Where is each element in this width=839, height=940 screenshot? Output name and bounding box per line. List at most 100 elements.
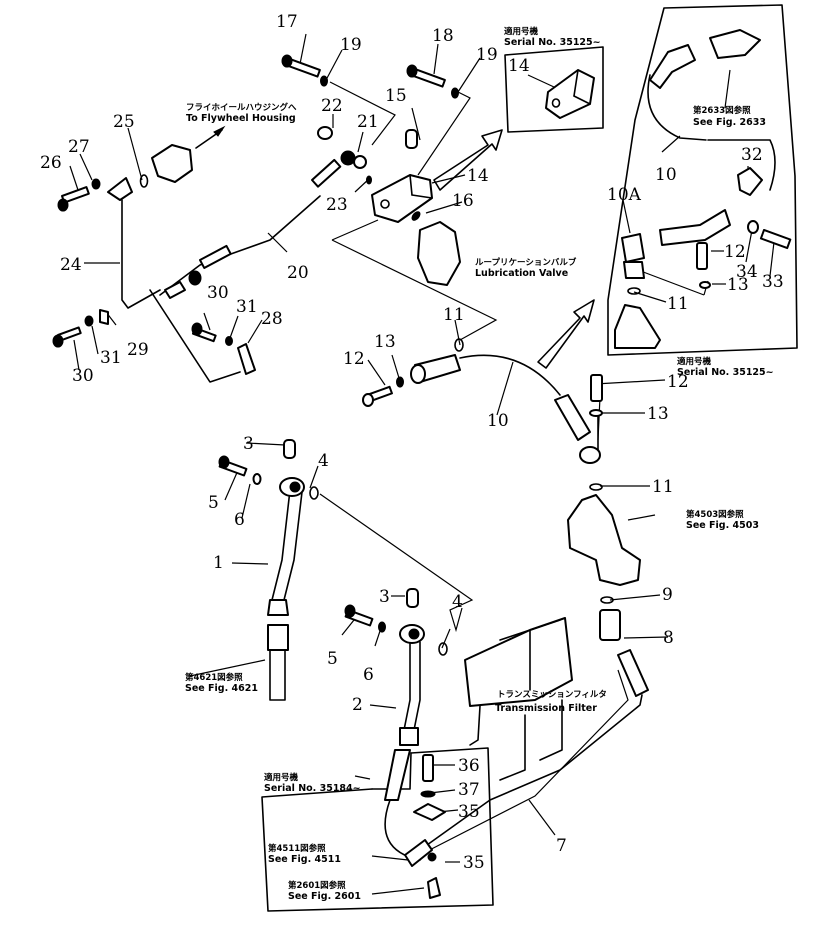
callout-30-left: 30: [72, 366, 94, 386]
callout-34: 34: [736, 262, 758, 282]
callout-12-inset: 12: [724, 242, 746, 262]
note-lubvalve-jp: ループリケーションバルブ: [475, 257, 577, 268]
clamp-35-top: [413, 803, 446, 821]
callout-13-right: 13: [647, 404, 669, 424]
bolt-26: [57, 186, 90, 212]
callout-6-top: 6: [234, 510, 245, 530]
bolt-30-right: [191, 322, 217, 343]
callout-31-right: 31: [236, 297, 258, 317]
note-serial-bottom-jp: 適用号機: [264, 772, 299, 783]
callout-12-mid: 12: [343, 349, 365, 369]
oring-11-inset: [627, 287, 641, 295]
callout-33: 33: [762, 272, 784, 292]
note-transfilter-en: Transmission Filter: [495, 703, 597, 714]
washer-6-top: [252, 473, 262, 485]
callout-35-low: 35: [463, 853, 485, 873]
callout-6-low: 6: [363, 665, 374, 685]
callout-13-inset: 13: [727, 275, 749, 295]
note-fig2601-jp: 第2601図参照: [288, 880, 346, 891]
note-serial-bottom-en: Serial No. 35184~: [264, 783, 361, 794]
washer-19-right: [451, 87, 459, 99]
washer-19-left: [320, 75, 328, 87]
callout-5-low: 5: [327, 649, 338, 669]
elbow-10A: [621, 233, 645, 279]
callout-13-mid: 13: [374, 332, 396, 352]
callout-17: 17: [276, 12, 298, 32]
note-fig2633-en: See Fig. 2633: [693, 117, 766, 128]
note-transfilter-jp: トランスミッションフィルタ: [497, 689, 607, 700]
lubrication-valve: [417, 221, 461, 286]
note-fig2601-en: See Fig. 2601: [288, 891, 361, 902]
note-serial-top-en: Serial No. 35125~: [504, 37, 601, 48]
flange-1: [279, 477, 305, 497]
oring-16: [411, 211, 421, 221]
callout-29: 29: [127, 340, 149, 360]
note-fig4511-jp: 第4511図参照: [268, 843, 326, 854]
oring-11-right: [589, 483, 603, 491]
bolt-18: [406, 64, 446, 88]
note-fig4511-en: See Fig. 4511: [268, 854, 341, 865]
hose-7: [419, 649, 649, 851]
callout-21: 21: [357, 112, 379, 132]
callout-14-inset: 14: [508, 56, 530, 76]
callout-7: 7: [556, 836, 567, 856]
callout-4-top: 4: [318, 451, 329, 471]
callout-3-top: 3: [243, 434, 254, 454]
note-serial-top-jp: 適用号機: [504, 26, 539, 37]
note-flywheel-jp: フライホイールハウジングへ: [186, 102, 297, 113]
arrow-to-right-inset: [537, 299, 595, 369]
callout-12-right: 12: [667, 372, 689, 392]
block-14-inset: [527, 69, 595, 119]
callout-25: 25: [113, 112, 135, 132]
callout-1: 1: [213, 553, 224, 573]
callout-19-left: 19: [340, 35, 362, 55]
bolt-5-top: [218, 455, 248, 477]
oring-25: [139, 174, 149, 188]
washer-31-left: [84, 315, 94, 327]
callout-35-top: 35: [458, 802, 480, 822]
callouts: 17 19 18 19 22 21 15 23 14 16 20 25 27 2…: [40, 12, 784, 873]
inset-frame-right: [607, 4, 798, 356]
leader-lines: [69, 33, 775, 895]
washer-27: [91, 178, 101, 190]
callout-10-inset: 10: [655, 165, 677, 185]
plug-3-top: [283, 439, 296, 459]
callout-19-right: 19: [476, 45, 498, 65]
oring-9: [600, 596, 614, 604]
callout-10-mid: 10: [487, 411, 509, 431]
clamp-35-low: [404, 839, 437, 867]
bolt-17: [281, 54, 321, 78]
callout-31-left: 31: [100, 348, 122, 368]
note-fig4621-en: See Fig. 4621: [185, 683, 258, 694]
note-lubvalve-en: Lubrication Valve: [475, 268, 568, 279]
flywheel-cover: [151, 125, 226, 183]
callout-18: 18: [432, 26, 454, 46]
callout-14: 14: [467, 166, 489, 186]
oring-4-top: [309, 486, 319, 500]
bolt-12-mid: [362, 385, 393, 407]
oring-11-mid: [454, 338, 464, 352]
transmission-filter: [464, 617, 573, 781]
washer-37: [420, 790, 436, 798]
note-serial-right-en: Serial No. 35125~: [677, 367, 774, 378]
callout-8: 8: [663, 628, 674, 648]
plug-15: [405, 129, 418, 149]
clip-29: [99, 309, 109, 325]
callout-32: 32: [741, 145, 763, 165]
callout-22: 22: [321, 96, 343, 116]
callout-2: 2: [352, 695, 363, 715]
callout-23: 23: [326, 195, 348, 215]
hose-10-inset: [647, 29, 776, 246]
washer-13-inset: [699, 281, 711, 289]
callout-26: 26: [40, 153, 62, 173]
washer-31-right: [225, 336, 233, 346]
fitting-34: [747, 220, 759, 234]
bolt-30-left: [52, 326, 82, 348]
fitting-21: [340, 150, 367, 169]
arrow-to-inset: [433, 129, 503, 191]
valve-inset: [614, 304, 661, 349]
callout-3-low: 3: [379, 587, 390, 607]
bolt-12-inset: [696, 242, 708, 270]
bolt-12-right: [590, 374, 603, 402]
